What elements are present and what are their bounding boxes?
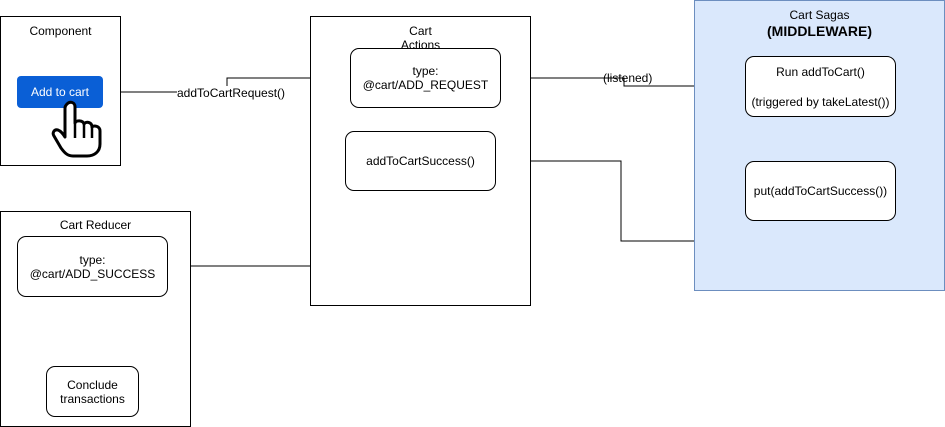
conclude-transactions-node: Conclude transactions (46, 366, 139, 417)
add-success-node: type: @cart/ADD_SUCCESS (17, 236, 168, 297)
run-add-to-cart-label: Run addToCart() (776, 65, 865, 79)
cart-sagas-title: Cart Sagas (789, 8, 850, 22)
triggered-by-label: (triggered by takeLatest()) (751, 95, 890, 109)
add-success-type-label: type: (79, 252, 106, 267)
edge-listened (500, 77, 745, 90)
add-to-cart-request-label: addToCartRequest() (177, 86, 286, 100)
add-request-type-value: @cart/ADD_REQUEST (362, 78, 489, 92)
cart-reducer-title: Cart Reducer (59, 218, 132, 232)
add-to-cart-button[interactable]: Add to cart (17, 76, 103, 108)
conclude-label: Conclude (67, 377, 118, 392)
add-to-cart-success-label: addToCartSuccess() (366, 154, 475, 168)
transactions-label: transactions (60, 391, 125, 406)
add-to-cart-success-node: addToCartSuccess() (345, 131, 496, 191)
listened-label: (listened) (603, 71, 653, 85)
add-request-type-label: type: (412, 64, 439, 78)
hand-pointer-icon (51, 100, 102, 158)
edge-request (103, 74, 350, 93)
add-request-node: type: @cart/ADD_REQUEST (350, 48, 501, 108)
cart-actions-title-line1: Cart (409, 24, 432, 38)
cart-sagas-subtitle: (MIDDLEWARE) (767, 23, 872, 39)
put-success-node: put(addToCartSuccess()) (745, 161, 896, 221)
component-title: Component (29, 24, 92, 38)
run-add-to-cart-node: Run addToCart() (triggered by takeLatest… (745, 56, 896, 117)
cart-sagas-panel: Cart Sagas (MIDDLEWARE) (694, 0, 945, 291)
add-success-type-value: @cart/ADD_SUCCESS (29, 266, 156, 281)
put-success-label: put(addToCartSuccess()) (753, 184, 888, 198)
